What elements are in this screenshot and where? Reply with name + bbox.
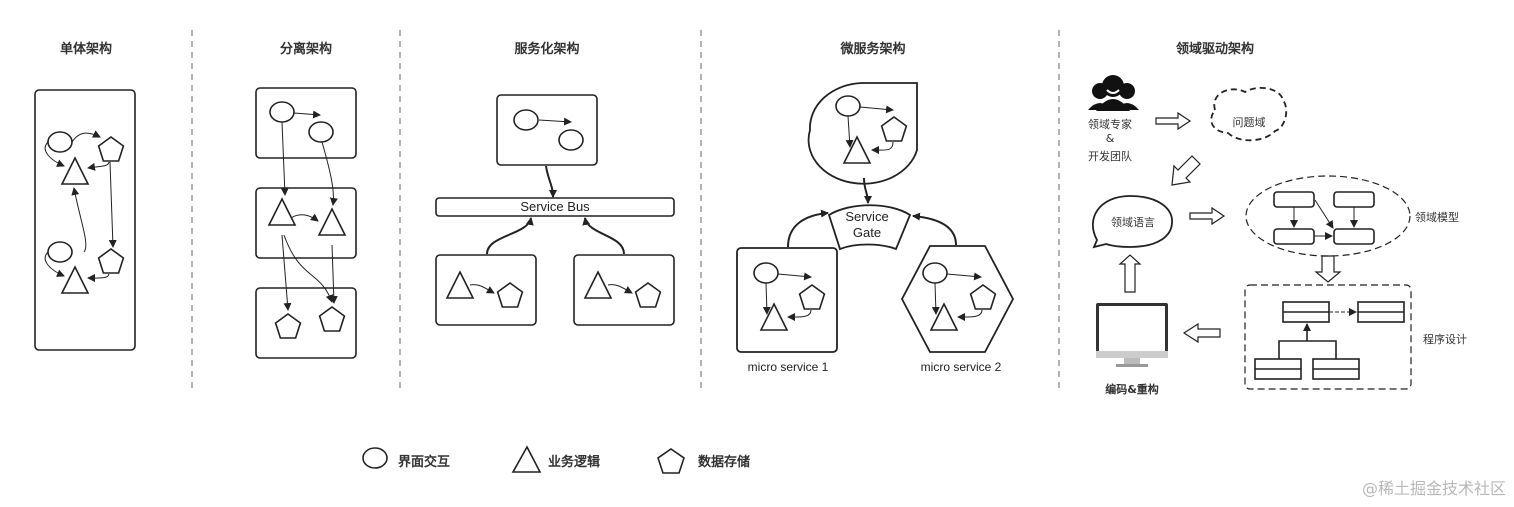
micro-service-2-label: micro service 2	[920, 360, 1002, 374]
team-icon	[1088, 75, 1139, 111]
service-bus-label: Service Bus	[520, 199, 590, 214]
ddd-diagram	[1088, 75, 1412, 390]
domain-language-label: 领域语言	[1111, 216, 1155, 229]
domain-model-label: 领域模型	[1415, 211, 1459, 224]
experts-label-amp: &	[1105, 132, 1115, 145]
micro-service-1-label: micro service 1	[747, 360, 829, 374]
service-gate-line1: Service	[845, 209, 889, 224]
experts-label-line1: 领域专家	[1088, 118, 1132, 131]
legend-storage-label: 数据存储	[698, 455, 751, 470]
problem-domain-label: 问题域	[1232, 116, 1266, 129]
section-title-soa: 服务化架构	[514, 42, 580, 57]
microservice-diagram	[736, 82, 1015, 353]
separated-diagram	[255, 87, 357, 359]
legend-ui-label: 界面交互	[398, 455, 451, 470]
section-title-monolith: 单体架构	[59, 42, 113, 57]
section-title-separated: 分离架构	[279, 42, 333, 57]
computer-icon	[1096, 303, 1168, 367]
watermark: @稀土掘金技术社区	[1361, 479, 1506, 498]
monolith-diagram	[34, 89, 136, 351]
section-title-microservice: 微服务架构	[840, 42, 906, 57]
service-gate-line2: Gate	[852, 225, 882, 240]
experts-label-line2: 开发团队	[1088, 150, 1132, 163]
legend-shapes	[362, 445, 685, 474]
program-design-label: 程序设计	[1423, 333, 1467, 346]
section-dividers	[191, 30, 1060, 390]
legend-logic-label: 业务逻辑	[548, 455, 601, 470]
coding-label: 编码&重构	[1105, 383, 1159, 396]
section-title-ddd: 领域驱动架构	[1175, 42, 1255, 57]
soa-diagram	[435, 94, 675, 326]
